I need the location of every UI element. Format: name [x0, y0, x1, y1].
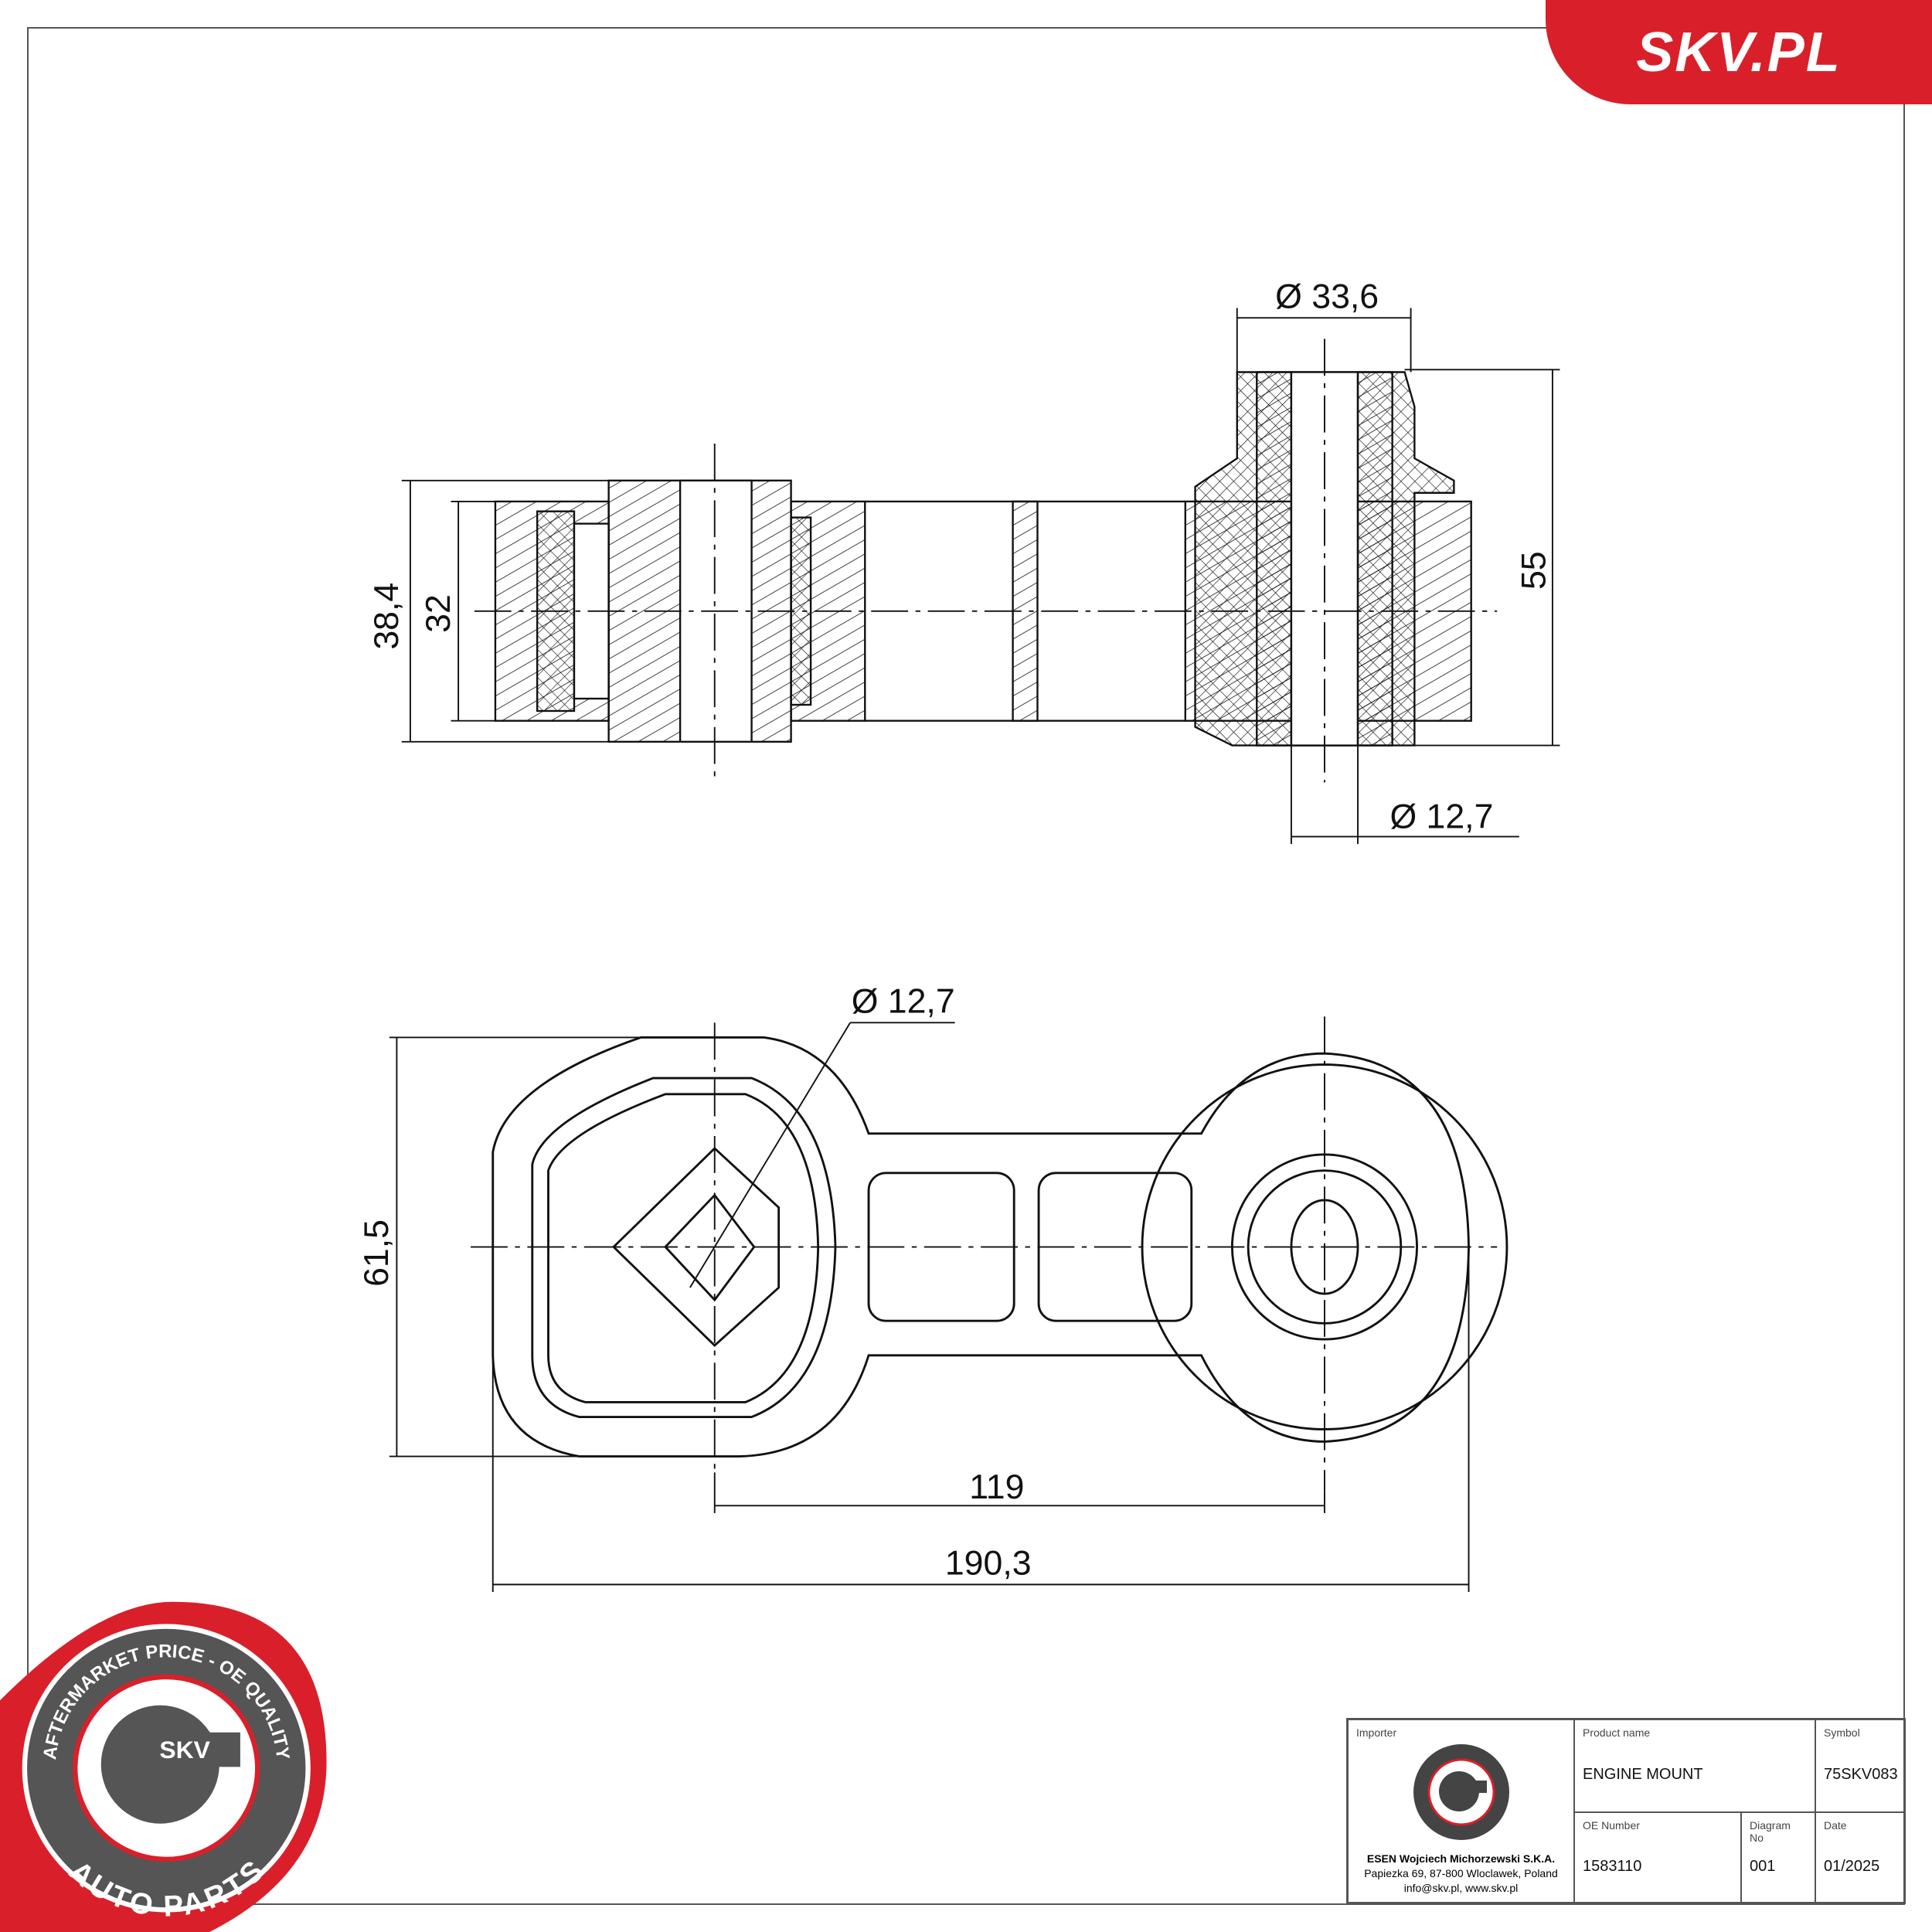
- product-name-label: Product name: [1583, 1726, 1651, 1739]
- product-name: ENGINE MOUNT: [1583, 1766, 1703, 1783]
- dim-height-32: 32: [420, 594, 457, 633]
- symbol-cell: Symbol 75SKV083: [1815, 1720, 1903, 1811]
- dim-height-55: 55: [1515, 551, 1553, 590]
- dim-height-61: 61,5: [358, 1219, 396, 1287]
- drawing-frame: [27, 27, 1905, 1905]
- skv-logo: SKV.PL: [1546, 0, 1932, 104]
- top-view: [492, 1036, 1509, 1458]
- oe-label: OE Number: [1583, 1819, 1640, 1832]
- importer-cell: Importer ESEN Wojciech Michorzewski S.K.…: [1349, 1720, 1573, 1902]
- symbol-value: 75SKV083: [1824, 1766, 1898, 1783]
- oe-number: 1583110: [1583, 1857, 1642, 1875]
- symbol-label: Symbol: [1824, 1726, 1860, 1739]
- oe-number-cell: OE Number 1583110: [1573, 1811, 1740, 1902]
- dim-hole-diameter: Ø 12,7: [852, 983, 955, 1021]
- title-block: Importer ESEN Wojciech Michorzewski S.K.…: [1346, 1718, 1906, 1904]
- date-cell: Date 01/2025: [1815, 1811, 1903, 1902]
- dim-overall-length: 190,3: [945, 1545, 1032, 1583]
- diagram-no: 001: [1750, 1857, 1776, 1875]
- company-name: ESEN Wojciech Michorzewski S.K.A.: [1366, 1852, 1556, 1865]
- dim-center-distance: 119: [969, 1468, 1024, 1506]
- diagram-label: Diagram No: [1750, 1819, 1791, 1844]
- date-label: Date: [1824, 1819, 1847, 1832]
- badge-center-text: SKV: [159, 1736, 210, 1764]
- diagram-no-cell: Diagram No 001: [1740, 1811, 1815, 1902]
- skv-badge: SKV AFTERMARKET PRICE - OE QUALITY AUTO …: [0, 1601, 327, 1932]
- product-name-cell: Product name ENGINE MOUNT: [1573, 1720, 1815, 1811]
- dim-bolt-diameter: Ø 12,7: [1389, 798, 1493, 835]
- date-value: 01/2025: [1824, 1857, 1880, 1875]
- company-address: Papiezka 69, 87-800 Wloclawek, Poland: [1364, 1867, 1558, 1879]
- company-contact: info@skv.pl, www.skv.pl: [1403, 1882, 1519, 1894]
- dim-bush-diameter: Ø 33,6: [1275, 278, 1379, 316]
- skv-small-logo-icon: [1413, 1744, 1509, 1840]
- dim-height-38: 38,4: [368, 583, 406, 650]
- importer-label: Importer: [1356, 1726, 1397, 1739]
